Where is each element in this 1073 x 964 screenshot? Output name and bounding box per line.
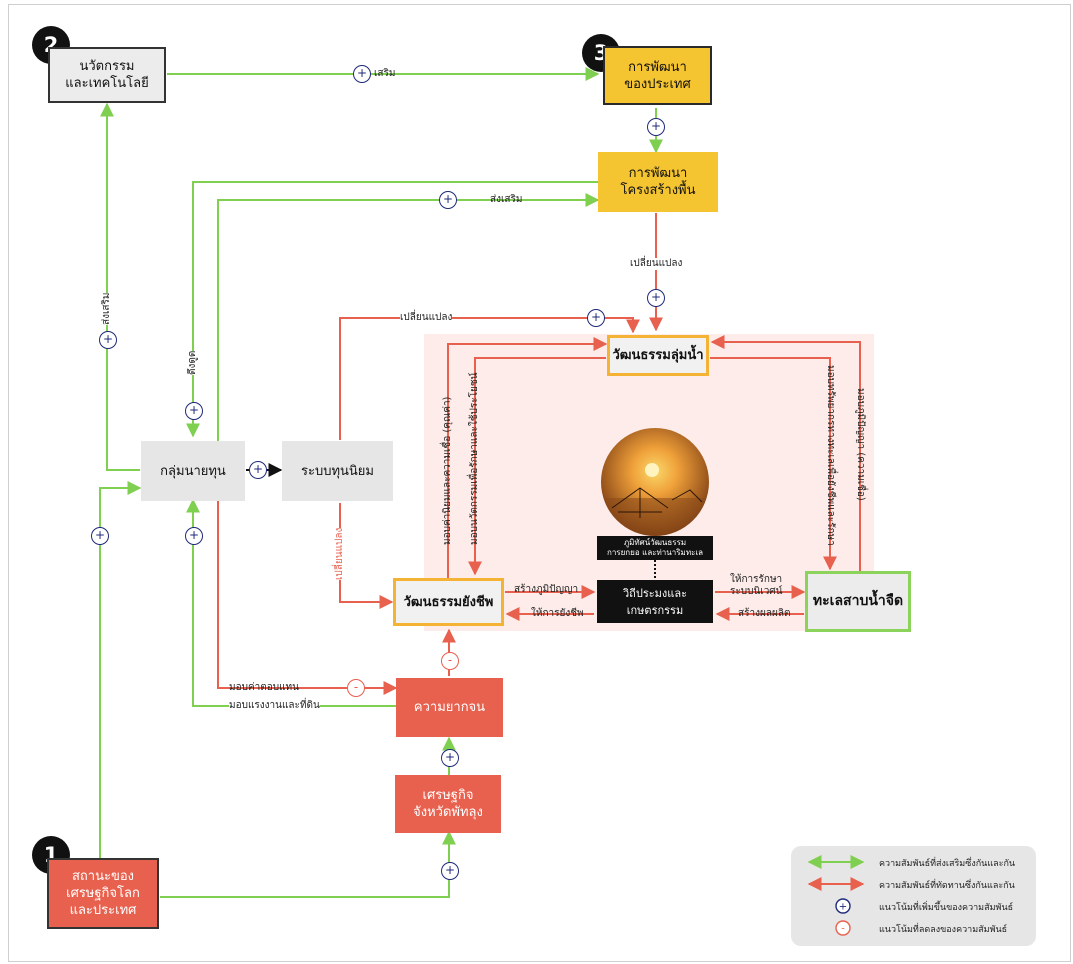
legend-minus-icon: - <box>835 920 851 936</box>
plus-marker-icon: + <box>353 65 371 83</box>
label-produce: สร้างผลผลิต <box>738 608 791 619</box>
label-attract: ดึงดูด <box>187 350 199 375</box>
minus-marker-icon: - <box>441 652 459 670</box>
node-capitalists: กลุ่มนายทุน <box>141 441 245 501</box>
label-wisdom: สร้างภูมิปัญญา <box>514 584 579 595</box>
legend-green-text: ความสัมพันธ์ที่ส่งเสริมซึ่งกันและกัน <box>879 859 1016 869</box>
edge-river-to-lake <box>710 357 837 571</box>
label-conserve: ให้การรักษา ระบบนิเวศน์ <box>730 574 783 597</box>
legend-red-text: ความสัมพันธ์ที่ทัดทานซึ่งกันและกัน <box>879 881 1015 891</box>
node-national-development: การพัฒนา ของประเทศ <box>603 46 712 105</box>
plus-marker-icon: + <box>249 461 267 479</box>
plus-marker-icon: + <box>441 862 459 880</box>
edge-world-to-phatthalung <box>160 830 456 898</box>
legend-minus-symbol: - <box>841 924 845 935</box>
edge-capitalism-to-river <box>339 317 640 440</box>
label-promote-infra: ส่งเสริม <box>490 194 523 205</box>
label-value-belief: มอบค่านิยมและความเชื่อ (คุณค่า) <box>442 396 453 545</box>
edge-lake-to-river <box>710 335 861 571</box>
legend-red-row: ความสัมพันธ์ที่ทัดทานซึ่งกันและกัน <box>791 874 1036 894</box>
label-change-infra: เปลี่ยนแปลง <box>630 258 683 270</box>
edge-capitalists-to-innovation <box>100 102 140 471</box>
edge-world-to-capitalists <box>99 481 142 860</box>
label-promote-top: เสริม <box>374 68 396 79</box>
legend-plus-text: แนวโน้มที่เพิ่มขึ้นของความสัมพันธ์ <box>879 903 1014 913</box>
plus-marker-icon: + <box>185 402 203 420</box>
node-poverty: ความยากจน <box>396 678 503 737</box>
legend-plus-symbol: + <box>839 902 847 913</box>
legend-green-row: ความสัมพันธ์ที่ส่งเสริมซึ่งกันและกัน <box>791 852 1036 872</box>
label-marine-resources: มอบทรัพยากรทางทะเลเพื่อยังชีพและรักษา <box>825 365 836 546</box>
node-world-economy: สถานะของ เศรษฐกิจโลก และประเทศ <box>47 858 159 929</box>
plus-marker-icon: + <box>185 527 203 545</box>
node-livelihood-culture: วัฒนธรรมยังชีพ <box>393 578 504 626</box>
node-capitalism: ระบบทุนนิยม <box>282 441 393 501</box>
plus-marker-icon: + <box>647 289 665 307</box>
plus-marker-icon: + <box>91 527 109 545</box>
legend-minus-text: แนวโน้มที่ลดลงของความสัมพันธ์ <box>879 925 1008 935</box>
label-labor-land: มอบแรงงานและที่ดิน <box>229 700 320 712</box>
diagram-frame <box>8 4 1071 962</box>
node-phatthalung-economy: เศรษฐกิจ จังหวัดพัทลุง <box>395 775 501 833</box>
legend-green-arrow <box>807 855 865 869</box>
node-fishing-farming: วิถีประมงและเกษตรกรรม <box>597 580 713 623</box>
label-promote-left: ส่งเสริม <box>101 292 113 325</box>
label-change-livelihood: เปลี่ยนแปลง <box>334 527 346 580</box>
plus-marker-icon: + <box>441 749 459 767</box>
legend-red-arrow <box>807 877 865 891</box>
legend-minus-row: - แนวโน้มที่ลดลงของความสัมพันธ์ <box>791 918 1036 938</box>
minus-marker-icon: - <box>347 679 365 697</box>
node-river-culture: วัฒนธรรมลุ่มน้ำ <box>607 335 709 376</box>
edge-capitalism-to-livelihood <box>339 503 394 609</box>
plus-marker-icon: + <box>647 118 665 136</box>
node-freshwater-lake: ทะเลสาบน้ำจืด <box>805 571 911 632</box>
edge-capitalists-to-infra <box>217 193 600 470</box>
legend-plus-icon: + <box>835 898 851 914</box>
label-compensation: มอบค่าตอบแทน <box>229 682 299 693</box>
plus-marker-icon: + <box>587 309 605 327</box>
plus-marker-icon: + <box>439 191 457 209</box>
legend-plus-row: + แนวโน้มที่เพิ่มขึ้นของความสัมพันธ์ <box>791 896 1036 916</box>
node-innovation: นวัตกรรม และเทคโนโลยี <box>48 47 166 103</box>
label-livelihood: ให้การยังชีพ <box>531 608 584 619</box>
edge-capitalists-to-poverty <box>217 500 398 695</box>
node-infrastructure: การพัฒนา โครงสร้างพื้น <box>598 152 718 212</box>
edge-river-to-livelihood <box>468 357 606 576</box>
label-change-capitalism: เปลี่ยนแปลง <box>400 312 453 324</box>
edge-livelihood-to-river <box>447 337 608 578</box>
legend: ความสัมพันธ์ที่ส่งเสริมซึ่งกันและกัน ควา… <box>791 846 1036 946</box>
label-culture-use: มอบนวัตกรรมเพื่อรักษาและใช้ประโยชน์ <box>469 372 480 546</box>
label-knowledge-river: มอบภูมิปัญญา (ความเชื่อ) <box>855 388 866 501</box>
plus-marker-icon: + <box>99 331 117 349</box>
edge-poverty-to-capitalists <box>186 498 396 707</box>
photo-caption: ภูมิทัศน์วัฒนธรรม การยกยอ และท่านาริมทะเ… <box>597 536 713 560</box>
